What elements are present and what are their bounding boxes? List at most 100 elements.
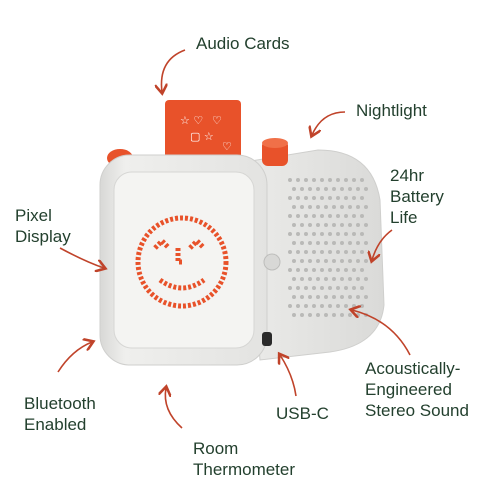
label-usbc-text: USB-C (276, 404, 329, 423)
grille-hole (296, 196, 300, 200)
grille-hole (336, 232, 340, 236)
grille-hole (308, 277, 312, 281)
grille-hole (348, 295, 352, 299)
grille-hole (348, 223, 352, 227)
grille-hole (300, 295, 304, 299)
grille-hole (304, 304, 308, 308)
label-usbc: USB-C (276, 403, 329, 424)
svg-text:☆ ♡: ☆ ♡ (180, 114, 203, 127)
grille-hole (360, 214, 364, 218)
grille-hole (360, 178, 364, 182)
grille-hole (304, 250, 308, 254)
label-bluetooth-line2: Enabled (24, 415, 87, 434)
grille-hole (360, 196, 364, 200)
grille-hole (292, 223, 296, 227)
nightlight-knob (262, 138, 288, 166)
grille-hole (332, 187, 336, 191)
side-button (263, 253, 281, 271)
grille-hole (328, 196, 332, 200)
grille-hole (300, 277, 304, 281)
grille-hole (340, 313, 344, 317)
grille-hole (340, 205, 344, 209)
grille-hole (308, 187, 312, 191)
grille-hole (344, 196, 348, 200)
grille-hole (324, 223, 328, 227)
grille-hole (316, 277, 320, 281)
label-battery-line1: 24hr (390, 166, 425, 185)
grille-hole (324, 259, 328, 263)
label-bluetooth-line1: Bluetooth (24, 394, 96, 413)
grille-hole (300, 205, 304, 209)
grille-hole (292, 241, 296, 245)
label-acoustic-line2: Engineered (365, 380, 452, 399)
grille-hole (352, 232, 356, 236)
grille-hole (288, 304, 292, 308)
grille-hole (288, 178, 292, 182)
grille-hole (292, 187, 296, 191)
grille-hole (324, 205, 328, 209)
grille-hole (324, 241, 328, 245)
smiley-pixel-face-icon (135, 215, 229, 309)
grille-hole (356, 259, 360, 263)
arrow-usbc (280, 355, 297, 397)
grille-hole (344, 178, 348, 182)
grille-hole (356, 205, 360, 209)
grille-hole (344, 214, 348, 218)
grille-hole (296, 178, 300, 182)
grille-hole (320, 268, 324, 272)
grille-hole (324, 313, 328, 317)
grille-hole (344, 232, 348, 236)
grille-hole (320, 178, 324, 182)
label-thermometer: Room Thermometer (193, 438, 295, 480)
label-battery: 24hr Battery Life (390, 165, 444, 228)
grille-hole (340, 223, 344, 227)
grille-hole (300, 241, 304, 245)
grille-hole (296, 304, 300, 308)
grille-hole (304, 196, 308, 200)
label-nightlight: Nightlight (356, 100, 427, 121)
label-thermo-line1: Room (193, 439, 239, 458)
grille-hole (328, 250, 332, 254)
grille-hole (308, 241, 312, 245)
grille-hole (348, 187, 352, 191)
grille-hole (352, 214, 356, 218)
grille-hole (352, 286, 356, 290)
grille-hole (304, 178, 308, 182)
arrow-acoustic (352, 310, 411, 356)
grille-hole (360, 250, 364, 254)
label-audio-cards: Audio Cards (196, 33, 290, 54)
grille-hole (308, 223, 312, 227)
arrow-thermometer (165, 388, 183, 429)
grille-hole (316, 259, 320, 263)
grille-hole (340, 241, 344, 245)
grille-hole (288, 250, 292, 254)
grille-hole (356, 187, 360, 191)
grille-hole (352, 196, 356, 200)
grille-hole (332, 313, 336, 317)
label-acoustic-line1: Acoustically- (365, 359, 461, 378)
grille-hole (340, 277, 344, 281)
grille-hole (336, 304, 340, 308)
arrow-bluetooth (57, 342, 92, 373)
grille-hole (288, 286, 292, 290)
grille-hole (336, 250, 340, 254)
grille-hole (364, 241, 368, 245)
grille-hole (328, 178, 332, 182)
arrow-pixel (59, 247, 104, 268)
grille-hole (360, 286, 364, 290)
grille-hole (320, 232, 324, 236)
grille-hole (332, 223, 336, 227)
grille-hole (300, 259, 304, 263)
grille-hole (324, 277, 328, 281)
grille-hole (320, 304, 324, 308)
arrow-nightlight (312, 111, 346, 135)
grille-hole (316, 187, 320, 191)
grille-hole (316, 223, 320, 227)
grille-hole (348, 313, 352, 317)
grille-hole (288, 268, 292, 272)
grille-hole (336, 178, 340, 182)
grille-hole (356, 313, 360, 317)
grille-hole (316, 205, 320, 209)
grille-hole (328, 214, 332, 218)
grille-hole (328, 304, 332, 308)
